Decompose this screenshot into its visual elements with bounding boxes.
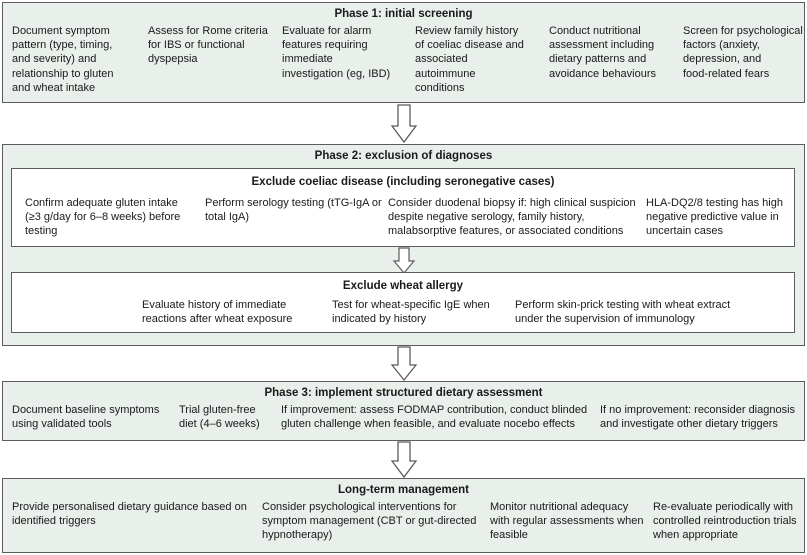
phase3-item: If no improvement: reconsider diagnosis a… — [600, 403, 795, 431]
coeliac-item: Perform serology testing (tTG-IgA or tota… — [205, 196, 382, 224]
text-line: dyspepsia — [148, 53, 198, 66]
text-line: relationship to gluten — [12, 67, 114, 80]
text-line: Review family history — [415, 25, 519, 37]
wheat-item: Perform skin-prick testing with wheat ex… — [515, 298, 730, 326]
text-line: factors (anxiety, — [683, 39, 760, 52]
phase3-item: Trial gluten-free diet (4–6 weeks) — [179, 403, 260, 431]
text-line: Document baseline symptoms — [12, 404, 160, 416]
phase3-title: Phase 3: implement structured dietary as… — [264, 387, 543, 399]
longterm-box: Long-term management Provide personalise… — [2, 478, 805, 553]
text-line: If improvement: assess FODMAP contributi… — [281, 404, 588, 416]
text-line: using validated tools — [12, 418, 112, 431]
text-line: hypnotherapy) — [262, 529, 333, 542]
text-line: Perform serology testing (tTG-IgA or — [205, 197, 382, 209]
text-line: under the supervision of immunology — [515, 313, 695, 326]
text-line: Re-evaluate periodically with — [653, 501, 794, 513]
text-line: and severity) and — [12, 53, 97, 66]
phase3-item: If improvement: assess FODMAP contributi… — [281, 403, 587, 431]
text-line: controlled reintroduction trials — [653, 515, 797, 528]
text-line: symptom management (CBT or gut-directed — [262, 515, 477, 528]
text-line: depression, and — [683, 53, 762, 66]
text-line: Test for wheat-specific IgE when — [332, 299, 490, 311]
text-line: malabsorptive features, or associated co… — [388, 225, 624, 238]
phase2-title: Phase 2: exclusion of diagnoses — [314, 150, 493, 162]
text-line: features requiring — [282, 39, 368, 52]
coeliac-title: Exclude coeliac disease (including seron… — [251, 176, 555, 188]
wheat-item: Evaluate history of immediate reactions a… — [142, 298, 292, 326]
coeliac-item: Confirm adequate gluten intake (≥3 g/day … — [25, 196, 180, 239]
text-line: diet (4–6 weeks) — [179, 418, 260, 431]
text-line: when appropriate — [653, 529, 739, 542]
phase3-item: Document baseline symptoms using validate… — [12, 403, 159, 431]
text-line: (≥3 g/day for 6–8 weeks) before — [25, 211, 181, 224]
text-line: testing — [25, 225, 58, 238]
phase1-title: Phase 1: initial screening — [334, 8, 473, 20]
text-line: Conduct nutritional — [549, 25, 641, 37]
text-line: total IgA) — [205, 211, 250, 224]
down-arrow-icon — [391, 441, 417, 479]
text-line: conditions — [415, 81, 465, 94]
text-line: Document symptom — [12, 25, 110, 37]
text-line: dietary patterns and — [549, 53, 647, 66]
text-line: Evaluate history of immediate — [142, 299, 287, 311]
wheat-item: Test for wheat-specific IgE when indicate… — [332, 298, 490, 326]
text-line: food-related fears — [683, 67, 770, 80]
text-line: and wheat intake — [12, 81, 96, 94]
text-line: Monitor nutritional adequacy — [490, 501, 629, 513]
longterm-item: Provide personalised dietary guidance ba… — [12, 500, 247, 528]
text-line: Perform skin-prick testing with wheat ex… — [515, 299, 731, 311]
text-line: Provide personalised dietary guidance ba… — [12, 501, 247, 513]
down-arrow-icon — [393, 247, 415, 274]
text-line: Screen for psychological — [683, 25, 803, 37]
text-line: gluten challenge when feasible, and eval… — [281, 418, 575, 431]
phase1-item: Review family history of coeliac disease … — [415, 24, 524, 95]
text-line: for IBS or functional — [148, 39, 245, 52]
text-line: If no improvement: reconsider diagnosis — [600, 404, 796, 416]
text-line: identified triggers — [12, 515, 96, 528]
text-line: Evaluate for alarm — [282, 25, 372, 37]
phase1-box: Phase 1: initial screening Document symp… — [2, 2, 805, 103]
text-line: pattern (type, timing, — [12, 39, 113, 52]
text-line: negative predictive value in — [646, 211, 779, 224]
text-line: avoidance behaviours — [549, 67, 657, 80]
longterm-title: Long-term management — [338, 484, 469, 496]
text-line: of coeliac disease and — [415, 39, 524, 52]
text-line: investigation (eg, IBD) — [282, 67, 391, 80]
phase1-item: Screen for psychological factors (anxiety… — [683, 24, 803, 81]
wheat-allergy-title: Exclude wheat allergy — [342, 280, 464, 292]
phase2-box: Phase 2: exclusion of diagnoses Exclude … — [2, 144, 805, 346]
coeliac-box: Exclude coeliac disease (including seron… — [11, 168, 795, 247]
coeliac-item: Consider duodenal biopsy if: high clinic… — [388, 196, 636, 239]
text-line: associated — [415, 53, 468, 66]
text-line: Consider psychological interventions for — [262, 501, 457, 513]
text-line: despite negative serology, family histor… — [388, 211, 585, 224]
phase3-box: Phase 3: implement structured dietary as… — [2, 381, 805, 441]
longterm-item: Re-evaluate periodically with controlled … — [653, 500, 797, 543]
text-line: immediate — [282, 53, 333, 66]
text-line: and investigate other dietary triggers — [600, 418, 778, 431]
text-line: with regular assessments when — [490, 515, 644, 528]
text-line: HLA-DQ2/8 testing has high — [646, 197, 783, 209]
longterm-item: Monitor nutritional adequacy with regular… — [490, 500, 643, 543]
text-line: reactions after wheat exposure — [142, 313, 293, 326]
down-arrow-icon — [391, 104, 417, 144]
text-line: autoimmune — [415, 67, 476, 80]
down-arrow-icon — [391, 346, 417, 382]
text-line: uncertain cases — [646, 225, 724, 238]
text-line: indicated by history — [332, 313, 427, 326]
longterm-item: Consider psychological interventions for… — [262, 500, 476, 543]
phase1-item: Assess for Rome criteria for IBS or funct… — [148, 24, 268, 67]
text-line: Assess for Rome criteria — [148, 25, 268, 37]
wheat-allergy-box: Exclude wheat allergy Evaluate history o… — [11, 272, 795, 333]
text-line: Trial gluten-free — [179, 404, 256, 416]
text-line: Consider duodenal biopsy if: high clinic… — [388, 197, 636, 209]
text-line: Confirm adequate gluten intake — [25, 197, 178, 209]
coeliac-item: HLA-DQ2/8 testing has high negative predi… — [646, 196, 783, 239]
text-line: feasible — [490, 529, 528, 542]
text-line: assessment including — [549, 39, 655, 52]
